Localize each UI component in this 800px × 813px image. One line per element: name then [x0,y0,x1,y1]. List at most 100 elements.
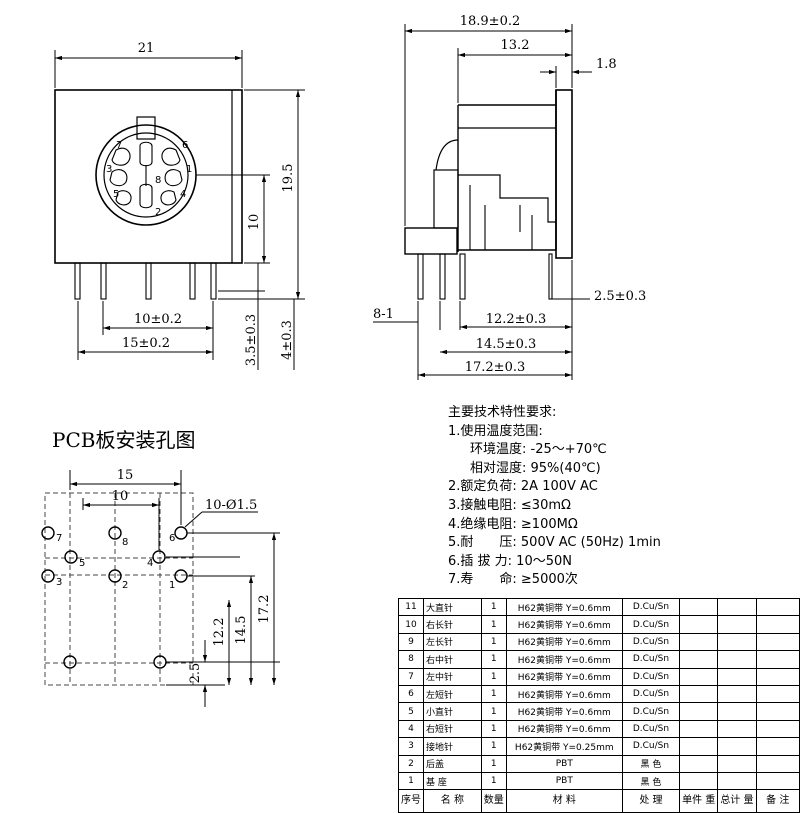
bom-cell [717,719,757,739]
pcb-hole-label-1: 1 [169,580,175,591]
bom-cell [755,771,800,791]
bom-cell: 1 [480,719,507,739]
specs-panel: 主要技术特性要求: 1.使用温度范围: 环境温度: -25～+70℃ 相对湿度:… [448,404,661,590]
bom-cell [679,737,719,756]
bom-cell: 1 [480,684,507,704]
bom-header-row: 序号名 称数量材 料处 理单件 重总计 量备 注 [398,789,800,813]
pcb-hole-label-6: 6 [169,533,175,544]
bom-cell: H62黄铜带 Y=0.25mm [505,737,623,756]
bom-cell: H62黄铜带 Y=0.6mm [505,684,623,704]
bom-cell: H62黄铜带 Y=0.6mm [505,597,623,617]
bom-cell [679,597,719,617]
front-height-label: 19.5 [281,164,296,193]
bom-cell [717,615,757,634]
bom-cell: D.Cu/Sn [621,737,681,756]
spec-line: 7.寿 命: ≥5000次 [448,572,578,588]
bom-cell: 10 [398,615,424,634]
pin-number-3: 3 [106,164,112,175]
pin-number-5: 5 [113,189,119,200]
front-width-label: 21 [138,41,155,56]
side-flange-label: 1.8 [596,57,617,72]
bom-cell: H62黄铜带 Y=0.6mm [505,632,623,652]
bom-cell: D.Cu/Sn [621,650,681,669]
spec-line: 环境温度: -25～+70℃ [470,442,607,458]
bom-cell: 1 [480,737,507,756]
pin-number-4: 4 [180,189,186,200]
bom-cell [717,737,757,756]
bom-cell [755,650,800,669]
bom-header-cell: 处 理 [621,789,681,813]
bom-cell: 左中针 [423,667,482,686]
pcb-hole-label-3: 3 [56,577,62,588]
bom-header-cell: 总计 量 [717,789,757,813]
bom-cell: D.Cu/Sn [621,684,681,704]
bom-cell: D.Cu/Sn [621,632,681,652]
bom-cell [679,632,719,652]
bom-cell [717,702,757,721]
bom-cell [679,650,719,669]
pin-number-8: 8 [155,175,161,186]
bom-cell: 1 [480,702,507,721]
side-depth-label: 18.9±0.2 [460,14,521,29]
pcb-17-2-label: 17.2 [257,595,272,624]
front-pin-len-long-label: 4±0.3 [280,320,295,360]
pcb-span-inner-label: 10 [112,489,129,504]
bom-cell: 基 座 [423,771,482,791]
bom-cell [755,702,800,721]
bom-cell: H62黄铜带 Y=0.6mm [505,615,623,634]
bom-cell: 11 [398,597,424,617]
bom-cell [679,702,719,721]
bom-cell: 右中针 [423,650,482,669]
bom-cell [717,650,757,669]
spec-line: 5.耐 压: 500V AC (50Hz) 1min [448,535,661,551]
bom-cell: D.Cu/Sn [621,702,681,721]
spec-line: 2.额定负荷: 2A 100V AC [448,479,598,495]
bom-cell: 1 [480,771,507,791]
bom-cell: 1 [480,632,507,652]
spec-line: 4.绝缘电阻: ≥100MΩ [448,516,578,532]
bom-header-cell: 序号 [398,789,424,813]
pcb-title: PCB板安装孔图 [52,428,196,452]
bom-cell: 8 [398,650,424,669]
bom-cell: D.Cu/Sn [621,719,681,739]
bom-cell: 后盖 [423,754,482,773]
bom-header-cell: 名 称 [423,789,482,813]
bom-cell [679,771,719,791]
bom-cell [755,719,800,739]
bom-cell [755,632,800,652]
bom-cell [679,615,719,634]
pin-number-7: 7 [116,140,122,151]
bom-cell: 7 [398,667,424,686]
bom-cell: D.Cu/Sn [621,597,681,617]
pcb-hole-label-8: 8 [122,537,128,548]
pin-number-1: 1 [186,164,192,175]
bom-cell [717,771,757,791]
bom-cell: 小直针 [423,702,482,721]
pcb-hole-label-4: 4 [147,558,153,569]
bom-cell: 大直针 [423,597,482,617]
bom-cell [755,737,800,756]
bom-cell [717,684,757,704]
bom-cell [755,615,800,634]
bom-cell: 5 [398,702,424,721]
bom-cell: H62黄铜带 Y=0.6mm [505,650,623,669]
spec-line: 相对湿度: 95%(40℃) [470,460,601,476]
side-pin-pos-2-label: 14.5±0.3 [476,337,537,352]
bom-cell [755,667,800,686]
pcb-hole-label-7: 7 [56,533,62,544]
bom-cell [717,754,757,773]
bom-cell: 9 [398,632,424,652]
pcb-hole-pattern [41,470,280,707]
bom-cell: 接地针 [423,737,482,756]
bom-header-cell: 单件 重 [679,789,719,813]
specs-title: 主要技术特性要求: [448,405,557,420]
pcb-span-outer-label: 15 [117,468,134,483]
